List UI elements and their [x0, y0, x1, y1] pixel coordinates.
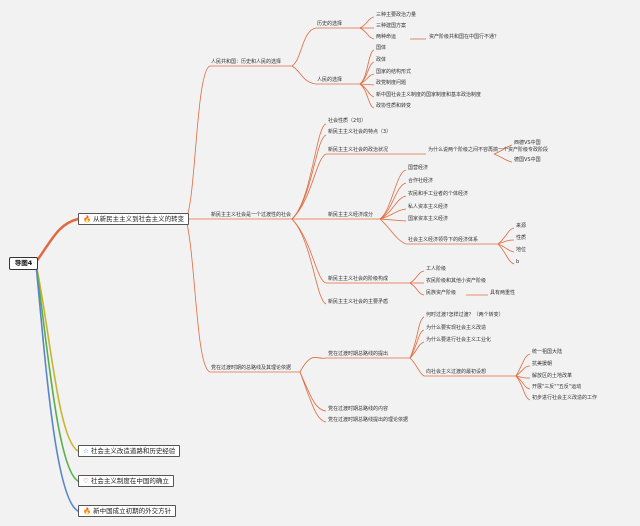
node-a1-people[interactable]: 人民的选择 [317, 77, 343, 83]
list-item[interactable]: 三种主要政治力量 [376, 12, 417, 18]
list-item[interactable]: 为什么要进行社会主义工业化 [426, 337, 492, 343]
topic-socialist-reform[interactable]: ☆社会主义改造道路和历史经验 [78, 445, 181, 457]
branch-topic-2 [35, 263, 79, 452]
node-a2-economy-lead[interactable]: 社会主义经济领导下的经济体系 [408, 237, 479, 243]
node-a3-initial-plan[interactable]: 向社会主义过渡的最初设想 [426, 369, 487, 375]
list-item[interactable]: 社会性质（2句） [328, 118, 367, 124]
list-item[interactable]: 国家的结构形式 [376, 69, 412, 75]
node-a3-theory[interactable]: 党在过渡时期总路线提出的理论依据 [328, 417, 409, 423]
note[interactable]: 具有两重性 [490, 290, 516, 296]
list-item[interactable]: 国营经济 [408, 165, 429, 171]
heart-icon: ♡ [83, 477, 89, 485]
root-node[interactable]: 导图4 [9, 257, 38, 270]
flame-icon: 🔥 [83, 507, 92, 515]
list-item[interactable]: 解放区的土地改革 [532, 373, 573, 379]
list-item[interactable]: 合作社经济 [408, 178, 434, 184]
list-item[interactable]: 政党制度问题 [376, 80, 407, 86]
node-a2[interactable]: 新民主主义社会是一个过渡性的社会 [211, 212, 292, 218]
topic-socialist-system[interactable]: ♡社会主义制度在中国的确立 [78, 475, 174, 487]
list-item[interactable]: 地位 [516, 247, 527, 253]
list-item[interactable]: 为什么要实现社会主义改造 [426, 325, 487, 331]
list-item[interactable]: 来源 [516, 223, 527, 229]
note[interactable]: 为什么说两个阶级之间不容再搞一个资产阶级专政阶段 [428, 147, 549, 153]
node-a2-politics[interactable]: 新民主主义社会的政治状况 [328, 147, 389, 153]
branch-topic-4 [35, 263, 79, 512]
list-item[interactable]: 民族资产阶级 [426, 290, 457, 296]
list-item[interactable]: 工人阶级 [426, 266, 447, 272]
node-a1[interactable]: 人民共和国：历史和人民的选择 [211, 59, 282, 65]
node-a1-history[interactable]: 历史的选择 [317, 21, 343, 27]
list-item[interactable]: 两种命运 [376, 34, 397, 40]
list-item[interactable]: 新中国社会主义制度的国家制度和基本政治制度 [376, 92, 482, 98]
list-item[interactable]: 初步进行社会主义改造的工作 [532, 395, 598, 401]
list-item[interactable]: 开展"三反""五反"运动 [532, 384, 582, 390]
note[interactable]: 资产阶级共和国在中国行不通？ [429, 34, 500, 40]
list-item[interactable]: 抗美援朝 [532, 361, 553, 367]
flame-icon: 🔥 [83, 215, 92, 223]
list-item[interactable]: 政协性质和转变 [376, 103, 412, 109]
list-item[interactable]: 西德VS中国 [514, 140, 541, 146]
topic-diplomacy[interactable]: 🔥新中国成立初期的外交方针 [78, 505, 177, 517]
branch-topic-1 [34, 217, 80, 264]
list-item[interactable]: 国体 [376, 45, 387, 51]
list-item[interactable]: 性质 [516, 235, 527, 241]
list-item[interactable]: b [516, 259, 520, 265]
topic-transition[interactable]: 🔥从新民主主义到社会主义的转变 [78, 213, 190, 225]
list-item[interactable]: 政体 [376, 57, 387, 63]
list-item[interactable]: 何时过渡?怎样过渡？（两个转变） [426, 312, 504, 318]
list-item[interactable]: 德国VS中国 [514, 157, 541, 163]
branch-topic-3 [35, 263, 79, 482]
list-item[interactable]: 农民阶级和其他小资产阶级 [426, 278, 487, 284]
node-a2-economy[interactable]: 新民主主义经济成分 [328, 212, 374, 218]
node-a3[interactable]: 党在过渡时期的总路线及其理论依据 [211, 365, 292, 371]
branch-a1 [185, 65, 211, 220]
node-a3-proposal[interactable]: 党在过渡时期总路线的提出 [328, 351, 389, 357]
node-a3-content[interactable]: 党在过渡时期总路线的内容 [328, 406, 389, 412]
list-item[interactable]: 私人资本主义经济 [408, 204, 449, 210]
node-a2-classes[interactable]: 新民主主义社会的阶级构成 [328, 276, 389, 282]
list-item[interactable]: 统一祖国大陆 [532, 349, 563, 355]
list-item[interactable]: 农民和手工业者的个体经济 [408, 191, 469, 197]
list-item[interactable]: 三种建国方案 [376, 23, 407, 29]
list-item[interactable]: 国家资本主义经济 [408, 216, 449, 222]
list-item[interactable]: 新民主主义社会的特点（3） [328, 129, 392, 135]
star-icon: ☆ [83, 447, 89, 455]
node-a2-contradiction[interactable]: 新民主主义社会的主要矛盾 [328, 299, 389, 305]
branch-a3 [185, 218, 211, 373]
